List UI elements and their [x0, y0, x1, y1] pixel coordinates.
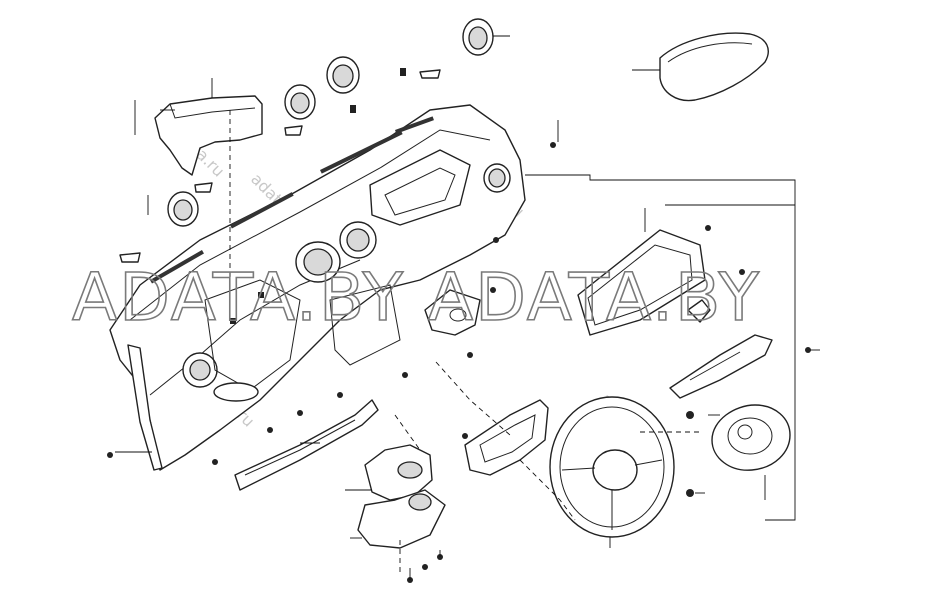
screw-icon	[686, 411, 694, 419]
air-vent-1	[462, 18, 510, 56]
screw-icon	[493, 237, 499, 243]
clip-icon	[194, 182, 213, 193]
screw-icon	[107, 452, 113, 458]
screw-icon	[267, 427, 273, 433]
screw-icon	[805, 347, 811, 353]
clip-icon	[230, 318, 236, 324]
screw-icon	[462, 433, 468, 439]
top-storage-lid	[632, 32, 769, 102]
clip-icon	[350, 105, 356, 113]
watermark-main: ADATA.BY ADATA.BY	[72, 259, 761, 336]
screw-icon	[422, 564, 428, 570]
fasteners	[107, 68, 811, 583]
column-shroud-lower	[350, 489, 446, 549]
steering-wheel	[549, 396, 675, 548]
a-pillar-trim	[115, 344, 163, 471]
clip-icon	[258, 292, 264, 298]
passenger-lower-trim	[669, 334, 773, 399]
screw-icon	[686, 489, 694, 497]
airbag-module	[711, 404, 791, 500]
screw-icon	[467, 352, 473, 358]
screw-icon	[212, 459, 218, 465]
dashed-guides	[229, 110, 700, 575]
clip-icon	[284, 125, 303, 136]
instrument-panel	[109, 104, 526, 471]
clip-icon	[119, 252, 141, 263]
clip-icon	[419, 69, 441, 79]
leader-lines	[134, 100, 820, 580]
air-vent-4	[167, 191, 199, 227]
screw-icon	[705, 225, 711, 231]
clip-icon	[400, 68, 406, 76]
screw-icon	[490, 287, 496, 293]
screw-icon	[402, 372, 408, 378]
screw-icon	[739, 269, 745, 275]
glovebox	[577, 208, 706, 336]
screw-icon	[337, 392, 343, 398]
center-bracket	[424, 289, 481, 336]
air-vent-2	[326, 56, 360, 94]
column-shroud-upper	[345, 444, 433, 501]
screw-icon	[297, 410, 303, 416]
glovebox-latch	[687, 299, 711, 323]
lower-knee-panel	[234, 399, 379, 491]
air-vent-3	[284, 84, 316, 120]
steering-trim-bezel	[464, 399, 549, 476]
defroster-cover	[154, 78, 263, 176]
screw-icon	[550, 142, 556, 148]
